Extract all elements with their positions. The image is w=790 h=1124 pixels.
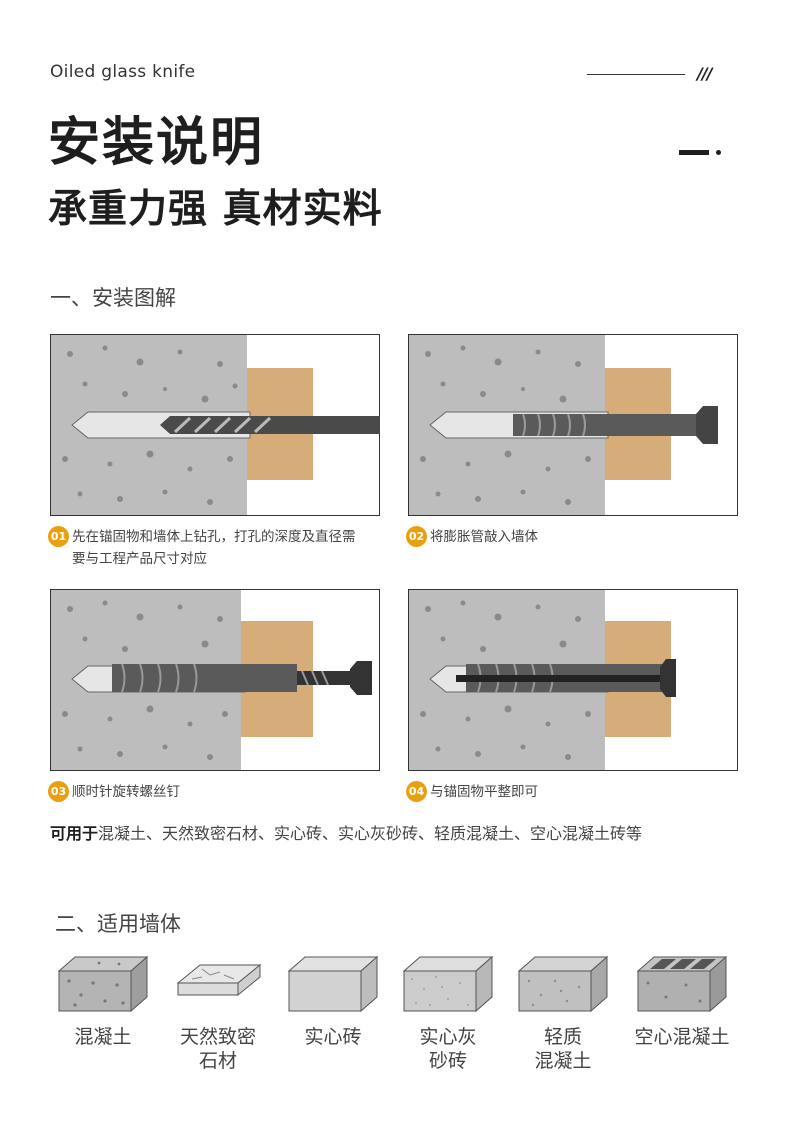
wall-type-natural-stone: 天然致密石材 <box>163 955 273 1073</box>
wall-label-line1: 实心灰 <box>419 1026 477 1048</box>
solid-brick-icon <box>287 955 379 1013</box>
wall-type-lightweight-concrete: 轻质混凝土 <box>508 955 618 1073</box>
wall-type-solid-brick: 实心砖 <box>278 955 388 1049</box>
wall-label-line1: 轻质 <box>543 1026 582 1048</box>
wall-label-line2: 石材 <box>198 1050 237 1072</box>
wall-type-sand-lime-brick: 实心灰砂砖 <box>393 955 503 1073</box>
wall-label-line1: 实心砖 <box>304 1026 362 1048</box>
page-title: 安装说明 <box>48 113 265 173</box>
usage-text: 混凝土、天然致密石材、实心砖、实心灰砂砖、轻质混凝土、空心混凝土砖等 <box>98 824 643 843</box>
wall-label-line1: 混凝土 <box>74 1026 132 1048</box>
concrete-speckles <box>62 345 238 505</box>
section-heading-wall-types: 二、适用墙体 <box>55 912 181 936</box>
install-diagram-step-1 <box>50 334 380 516</box>
install-diagram-step-3 <box>50 589 380 771</box>
usage-note: 可用于混凝土、天然致密石材、实心砖、实心灰砂砖、轻质混凝土、空心混凝土砖等 <box>50 820 642 844</box>
header-decor-slashes: /// <box>697 64 713 83</box>
step-text-line2: 要与工程产品尺寸对应 <box>72 551 207 567</box>
concrete-speckles <box>62 600 228 760</box>
wall-label-line1: 空心混凝土 <box>634 1026 730 1048</box>
wall-type-concrete: 混凝土 <box>48 955 158 1049</box>
concrete-speckles <box>420 345 591 505</box>
concrete-speckles <box>420 600 591 760</box>
hollow-concrete-block-icon <box>636 955 728 1013</box>
step-number-badge: 02 <box>406 526 427 547</box>
lightweight-concrete-icon <box>517 955 609 1013</box>
step-text-line1: 与锚固物平整即可 <box>430 784 538 800</box>
usage-label: 可用于 <box>50 824 99 843</box>
step-text-line1: 先在锚固物和墙体上钻孔，打孔的深度及直径需 <box>72 529 356 545</box>
install-diagram-step-4 <box>408 589 738 771</box>
header-decor-line <box>587 74 685 75</box>
step-number-badge: 04 <box>406 781 427 802</box>
step-text-line1: 顺时针旋转螺丝钉 <box>72 784 180 800</box>
step-text-line1: 将膨胀管敲入墙体 <box>430 529 538 545</box>
wall-label-line2: 砂砖 <box>428 1050 467 1072</box>
page-subtitle: 承重力强 真材实料 <box>48 187 383 232</box>
wall-label-line1: 天然致密 <box>179 1026 256 1048</box>
concrete-block-icon <box>57 955 149 1013</box>
section-heading-install-diagram: 一、安装图解 <box>50 286 176 310</box>
title-decor-dash <box>679 150 709 155</box>
step-number-badge: 01 <box>48 526 69 547</box>
sand-lime-brick-icon <box>402 955 494 1013</box>
stone-slab-icon <box>176 963 262 997</box>
wall-label-line2: 混凝土 <box>534 1050 592 1072</box>
title-decor-dot <box>716 150 721 155</box>
brand-name: Oiled glass knife <box>50 62 196 82</box>
install-diagram-step-2 <box>408 334 738 516</box>
wall-type-hollow-concrete: 空心混凝土 <box>623 955 741 1049</box>
step-number-badge: 03 <box>48 781 69 802</box>
